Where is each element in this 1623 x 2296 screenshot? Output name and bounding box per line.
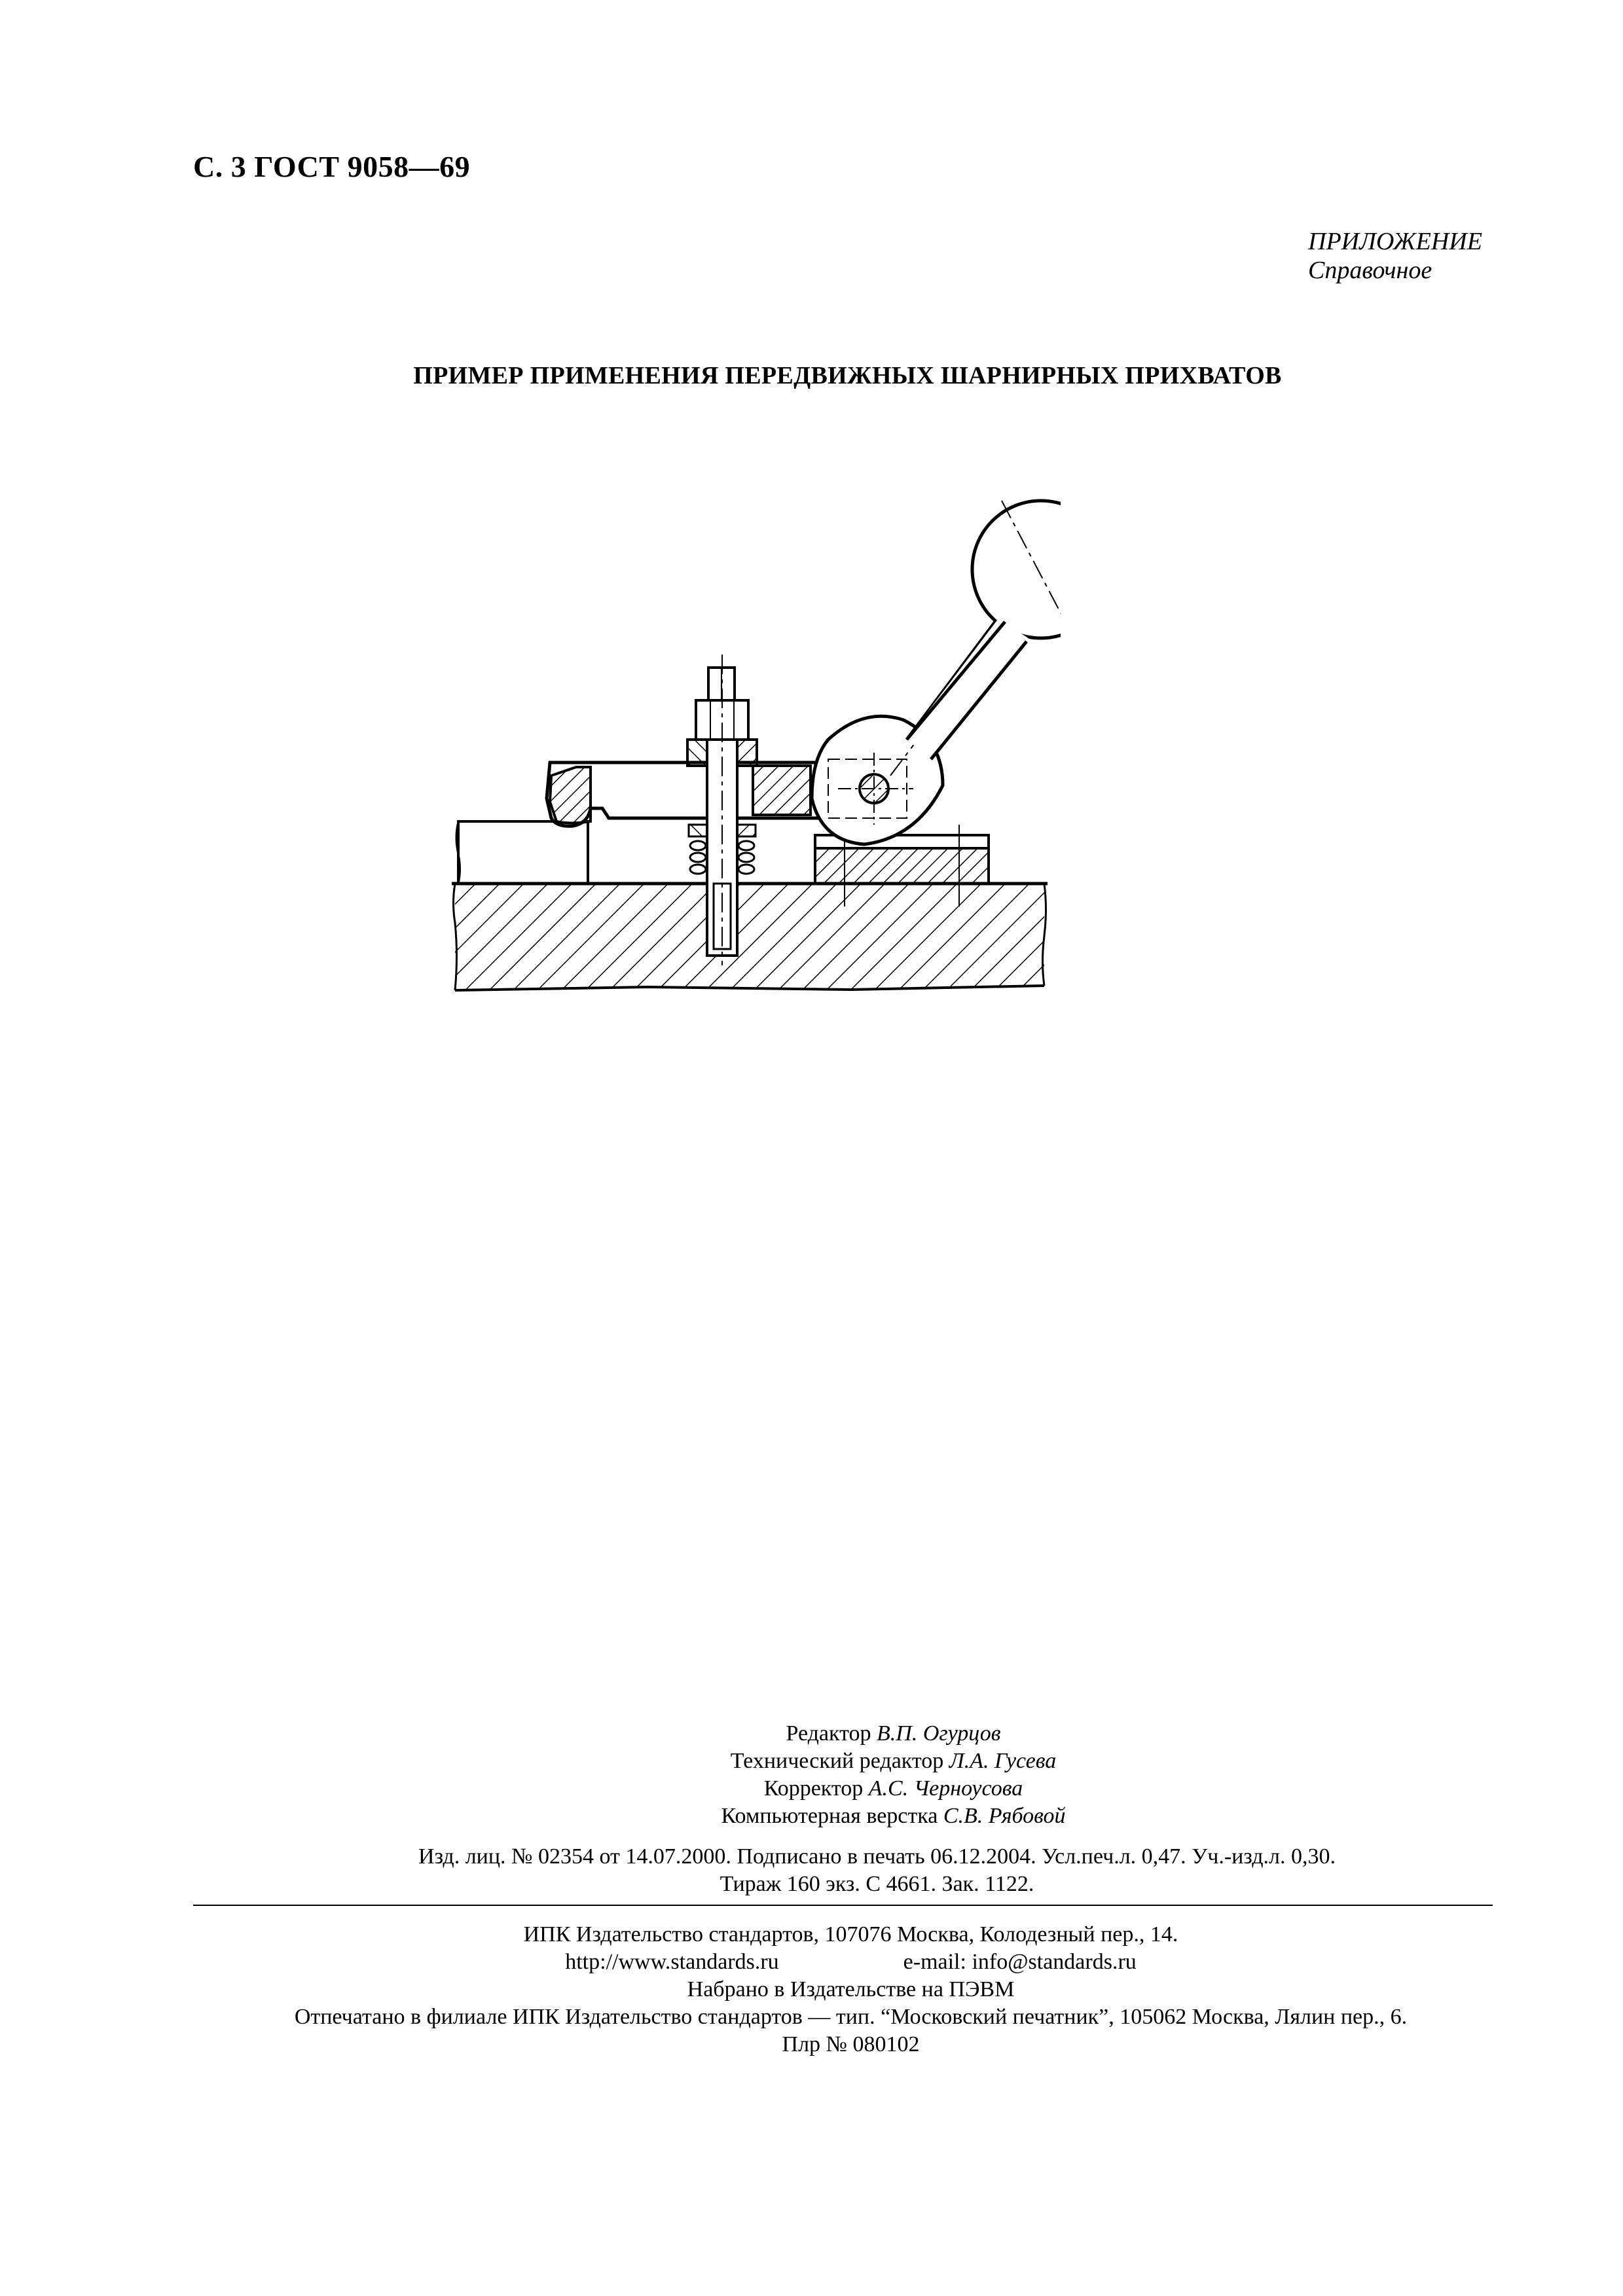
base-table	[452, 882, 1048, 992]
credit-role: Редактор	[786, 1721, 871, 1746]
credits-block: Редактор В.П. Огурцов Технический редакт…	[0, 1720, 1623, 1830]
contact-line: http://www.standards.ru e-mail: info@stan…	[79, 1948, 1623, 1976]
credit-tech-editor: Технический редактор Л.А. Гусева	[164, 1748, 1623, 1775]
publisher-address: ИПК Издательство стандартов, 107076 Моск…	[523, 1922, 1178, 1946]
credit-role: Технический редактор	[730, 1749, 944, 1773]
publication-line-2: Тираж 160 экз. С 4661. Зак. 1122.	[720, 1872, 1034, 1896]
email-link[interactable]: e-mail: info@standards.ru	[903, 1950, 1137, 1974]
spring	[689, 840, 756, 875]
credit-editor: Редактор В.П. Огурцов	[164, 1720, 1623, 1748]
plr-number: Плр № 080102	[782, 2032, 920, 2056]
credit-proofreader: Корректор А.С. Черноусова	[164, 1775, 1623, 1803]
clamp-technical-drawing	[452, 499, 1061, 992]
eccentric-cam	[810, 714, 945, 846]
credit-name: В.П. Огурцов	[877, 1721, 1001, 1746]
imprint-footer: ИПК Издательство стандартов, 107076 Моск…	[0, 1921, 1623, 2058]
credit-name: С.В. Рябовой	[943, 1804, 1066, 1828]
footer-divider	[193, 1905, 1493, 1906]
credit-role: Корректор	[763, 1776, 864, 1801]
publication-line-1: Изд. лиц. № 02354 от 14.07.2000. Подписа…	[418, 1844, 1336, 1869]
credit-name: Л.А. Гусева	[949, 1749, 1057, 1773]
credit-layout: Компьютерная верстка С.В. Рябовой	[164, 1803, 1623, 1830]
page-header: С. 3 ГОСТ 9058—69	[193, 150, 471, 183]
appendix-type: Справочное	[1308, 257, 1432, 284]
bolt-assembly	[686, 655, 758, 965]
cam-handle	[890, 499, 1061, 776]
figure-title: ПРИМЕР ПРИМЕНЕНИЯ ПЕРЕДВИЖНЫХ ШАРНИРНЫХ …	[413, 362, 1282, 389]
typeset-note: Набрано в Издательстве на ПЭВМ	[687, 1977, 1015, 2001]
credit-name: А.С. Черноусова	[868, 1776, 1023, 1801]
appendix-label-block: ПРИЛОЖЕНИЕ Справочное	[1308, 227, 1482, 285]
printed-note: Отпечатано в филиале ИПК Издательство ст…	[294, 2005, 1408, 2029]
clamp-lever	[545, 761, 827, 828]
appendix-label: ПРИЛОЖЕНИЕ	[1308, 228, 1482, 255]
publication-info: Изд. лиц. № 02354 от 14.07.2000. Подписа…	[0, 1843, 1623, 1898]
support-block	[814, 825, 990, 906]
website-link[interactable]: http://www.standards.ru	[565, 1950, 779, 1974]
workpiece	[455, 820, 589, 884]
credit-role: Компьютерная верстка	[721, 1804, 938, 1828]
